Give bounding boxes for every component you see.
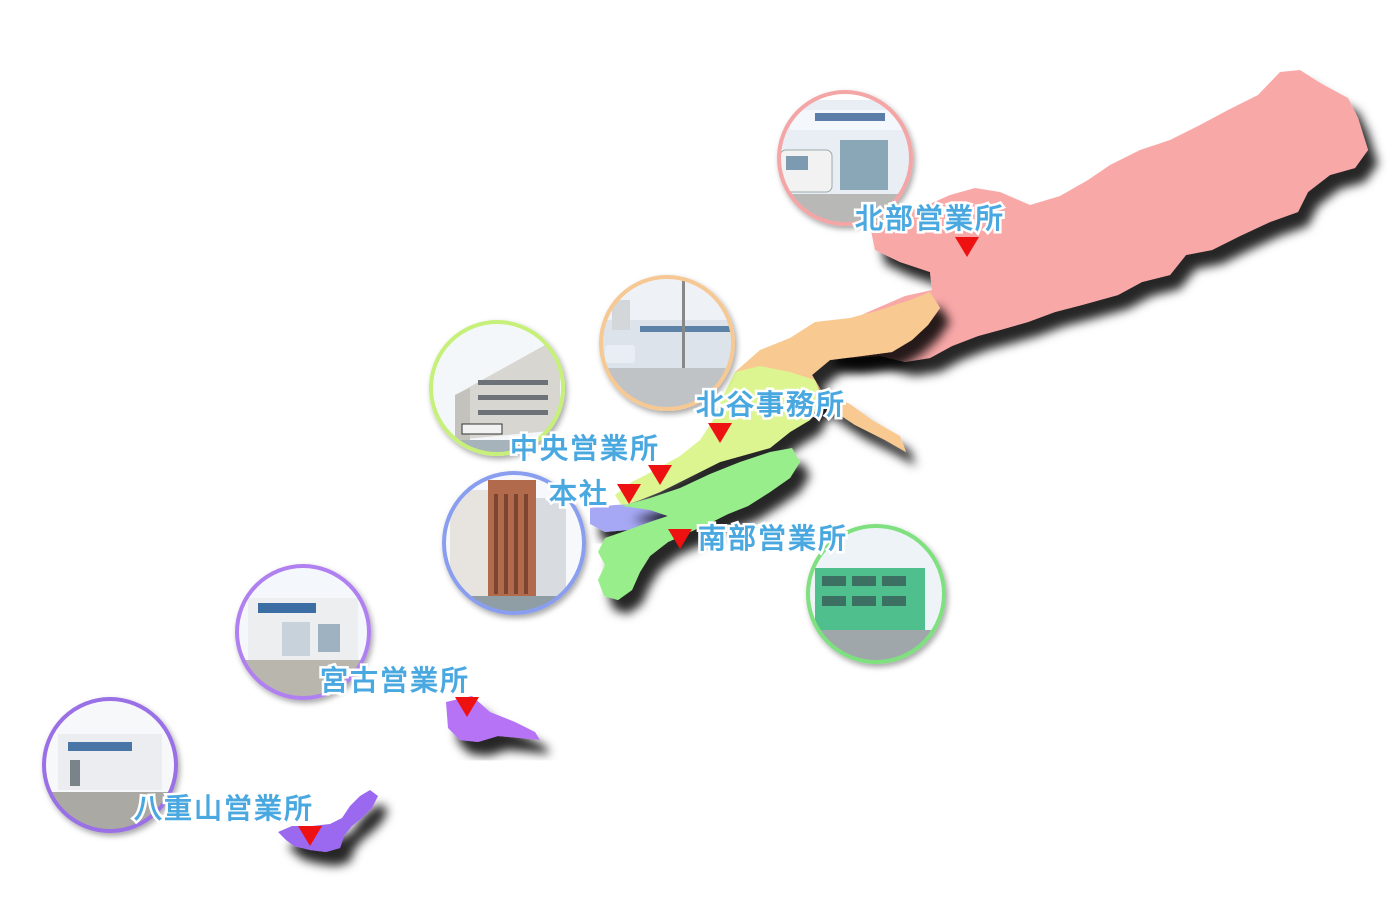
label-nanbu[interactable]: 南部営業所 [696, 520, 849, 558]
marker-hokubu[interactable] [955, 237, 979, 257]
photo-border-chatan [599, 275, 735, 411]
photo-chatan[interactable] [595, 272, 745, 422]
marker-honsha[interactable] [617, 484, 641, 504]
photo-border-hokubu [777, 90, 913, 226]
photo-border-yaeyama [42, 697, 178, 833]
photo-miyako[interactable] [235, 564, 375, 700]
photo-border-miyako [235, 564, 371, 700]
marker-yaeyama[interactable] [298, 826, 322, 846]
photo-chuo[interactable] [425, 318, 575, 470]
label-miyako[interactable]: 宮古営業所 [318, 662, 471, 700]
region-naha [590, 504, 672, 532]
region-chatan [728, 292, 940, 452]
markers-layer [298, 237, 979, 846]
marker-chuo[interactable] [648, 465, 672, 485]
label-yaeyama[interactable]: 八重山営業所 [132, 790, 315, 828]
region-yaeyama [278, 790, 378, 852]
region-north [822, 70, 1368, 362]
labels-layer: 北部営業所 北谷事務所 中央営業所 本社 南部営業所 宮古営業所 八重山営業所 [132, 200, 1006, 828]
label-honsha[interactable]: 本社 [547, 475, 610, 513]
marker-chatan[interactable] [708, 423, 732, 443]
photo-border-honsha [442, 471, 586, 615]
marker-nanbu[interactable] [668, 529, 692, 549]
marker-miyako[interactable] [455, 697, 479, 717]
label-hokubu[interactable]: 北部営業所 [853, 200, 1006, 238]
label-chatan[interactable]: 北谷事務所 [694, 386, 847, 424]
photo-border-nanbu [806, 524, 946, 664]
photo-nanbu[interactable] [805, 524, 950, 665]
label-chuo[interactable]: 中央営業所 [508, 430, 661, 468]
region-south [598, 448, 800, 600]
photo-border-chuo [429, 320, 565, 456]
